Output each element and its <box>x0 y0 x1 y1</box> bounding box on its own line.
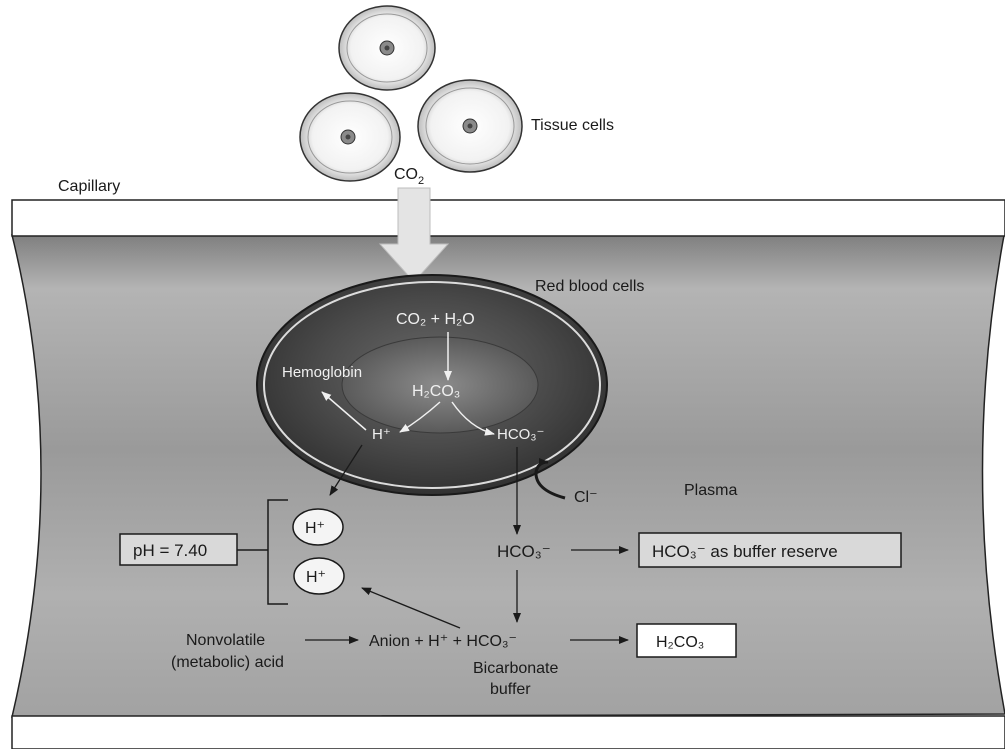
tissue-cell-left <box>300 93 400 181</box>
red-blood-cells-label: Red blood cells <box>535 278 644 295</box>
tissue-cell-right <box>418 80 522 172</box>
chloride-label: Cl⁻ <box>574 489 598 506</box>
nonvolatile-acid-line2: (metabolic) acid <box>171 654 284 671</box>
bicarbonate-buffer-line2: buffer <box>490 681 531 698</box>
plasma-label: Plasma <box>684 482 737 499</box>
tissue-cells <box>300 6 522 181</box>
nonvolatile-acid-line1: Nonvolatile <box>186 632 265 649</box>
h-plus-2: H⁺ <box>306 569 326 586</box>
anion-reaction: Anion + H⁺ + HCO₃⁻ <box>369 633 517 650</box>
tissue-cell-top <box>339 6 435 90</box>
carbonic-acid-label: H₂CO₃ <box>412 383 460 400</box>
ph-value: pH = 7.40 <box>133 541 207 560</box>
tissue-cells-label: Tissue cells <box>531 117 614 134</box>
plasma-bicarbonate: HCO₃⁻ <box>497 542 551 561</box>
h-plus-1: H⁺ <box>305 520 325 537</box>
carbonic-acid-box-label: H₂CO₃ <box>656 634 704 651</box>
reaction-co2-h2o: CO₂ + H₂O <box>396 311 475 328</box>
bicarbonate-in-cell: HCO₃⁻ <box>497 426 544 443</box>
co2-label: CO2 <box>394 166 424 187</box>
bicarbonate-buffer-line1: Bicarbonate <box>473 660 558 677</box>
buffer-reserve-label: HCO₃⁻ as buffer reserve <box>652 542 838 561</box>
h-ion-in-cell: H⁺ <box>372 426 391 443</box>
hemoglobin-label: Hemoglobin <box>282 364 362 381</box>
capillary-wall-top <box>12 200 1005 236</box>
capillary-label: Capillary <box>58 178 120 195</box>
capillary-wall-bottom <box>12 716 1005 749</box>
